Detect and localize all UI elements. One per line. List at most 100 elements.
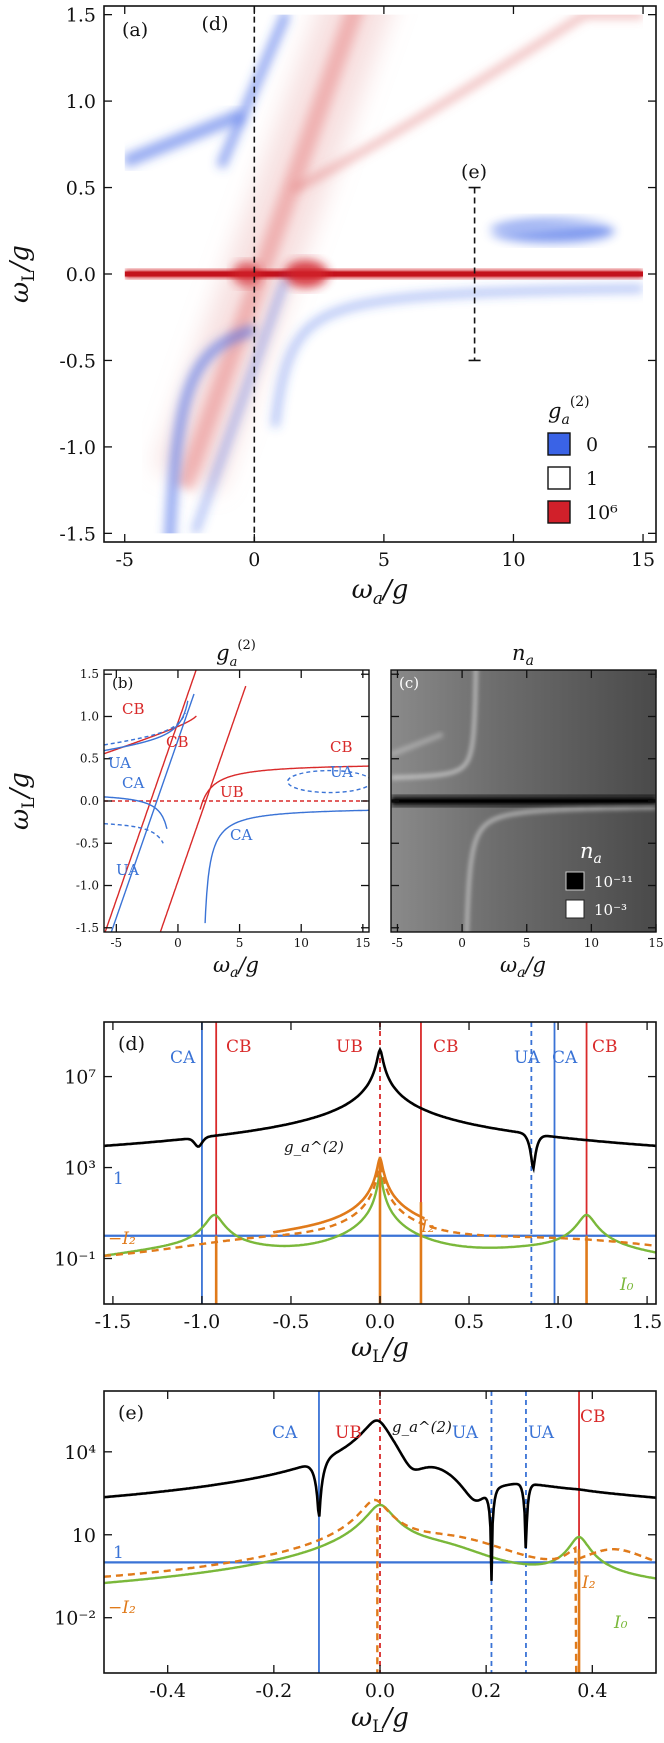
curve-UA-right-loop bbox=[286, 769, 369, 794]
curves-b bbox=[104, 670, 369, 932]
legend-a: ga(2) 0 1 10⁶ bbox=[547, 394, 618, 524]
xlabel-b: ωa/g bbox=[213, 953, 259, 981]
b-ytick-label: 0.5 bbox=[80, 752, 99, 766]
xlabel-c: ωa/g bbox=[500, 953, 546, 981]
d-xtick-label: 1.0 bbox=[543, 1311, 573, 1333]
d-xtick-label: -1.5 bbox=[95, 1311, 132, 1333]
heat-red-zero-core bbox=[124, 271, 644, 277]
b-ytick-label: -0.5 bbox=[76, 836, 99, 850]
d-xtick-label: 0.0 bbox=[365, 1311, 395, 1333]
b-xtick-label: 10 bbox=[294, 936, 309, 950]
d-xtick-label: -1.0 bbox=[184, 1311, 221, 1333]
label-d-g2: g_a^(2) bbox=[284, 1138, 344, 1156]
b-ytick-label: -1.0 bbox=[76, 879, 99, 893]
curve-UA-lower-left bbox=[104, 823, 164, 844]
heat-red-upper-branch bbox=[291, 11, 643, 192]
e-ytick-label: 10⁴ bbox=[64, 1442, 96, 1464]
d-xtick-label: 0.5 bbox=[454, 1311, 484, 1333]
e-xtick-label: -0.2 bbox=[256, 1680, 293, 1702]
label-e-UA: UA bbox=[452, 1423, 479, 1443]
b-xtick-label: 5 bbox=[236, 936, 244, 950]
c-xtick-label: 5 bbox=[523, 936, 531, 950]
curve-minus-I2 bbox=[104, 1498, 578, 1673]
heat-blue-lower-left bbox=[164, 324, 256, 542]
label-b-CB: CB bbox=[330, 738, 353, 756]
label-d-CB: CB bbox=[592, 1037, 618, 1057]
heat-red-blob-2 bbox=[232, 262, 261, 286]
curve-g2 bbox=[104, 1046, 656, 1174]
legend-label-2: 10⁶ bbox=[586, 502, 618, 524]
a-ytick-label: 1.0 bbox=[66, 91, 96, 113]
legend-swatch-c-1 bbox=[565, 899, 585, 919]
label-d-UB: UB bbox=[336, 1037, 363, 1057]
a-xtick-label: 5 bbox=[378, 549, 390, 571]
panel-label-c: (c) bbox=[399, 674, 419, 692]
legend-swatch-c-0 bbox=[565, 871, 585, 891]
a-xtick-label: 15 bbox=[631, 549, 655, 571]
curve-I2 bbox=[578, 1548, 656, 1563]
xlabel-d: ωL/g bbox=[351, 1333, 409, 1367]
label-e-CB: CB bbox=[580, 1407, 606, 1427]
cut-label-e: (e) bbox=[461, 161, 487, 183]
label-e-one: 1 bbox=[113, 1543, 124, 1563]
legend-label-0: 0 bbox=[586, 434, 598, 456]
panel-label-e: (e) bbox=[118, 1402, 144, 1424]
curves-e bbox=[104, 1391, 656, 1673]
e-xtick-label: 0.0 bbox=[365, 1680, 395, 1702]
label-d-CA: CA bbox=[552, 1048, 578, 1068]
label-d-UA: UA bbox=[514, 1048, 541, 1068]
heat-blue-upper-left bbox=[122, 108, 244, 168]
label-d-I0: I₀ bbox=[619, 1275, 634, 1295]
heatmap-c bbox=[391, 670, 656, 932]
b-xtick-label: 15 bbox=[355, 936, 370, 950]
e-xtick-label: 0.2 bbox=[471, 1680, 501, 1702]
b-ytick-label: 1.0 bbox=[80, 709, 99, 723]
label-e-minus-I2: −I₂ bbox=[108, 1598, 136, 1618]
curve-g2 bbox=[104, 1419, 656, 1581]
curves-d bbox=[104, 1022, 656, 1304]
legend-label-c-1: 10⁻³ bbox=[594, 901, 627, 919]
a-xtick-label: 10 bbox=[501, 549, 525, 571]
label-e-I2: I₂ bbox=[581, 1573, 596, 1593]
c-xtick-label: 0 bbox=[458, 936, 466, 950]
d-ytick-label: 10⁷ bbox=[64, 1067, 96, 1089]
legend-label-1: 1 bbox=[586, 468, 598, 490]
heatmap-a bbox=[104, 6, 656, 542]
label-e-UA: UA bbox=[528, 1423, 555, 1443]
label-e-I0: I₀ bbox=[613, 1613, 628, 1633]
e-ytick-label: 10⁻² bbox=[54, 1608, 96, 1630]
a-ytick-label: -0.5 bbox=[59, 350, 96, 372]
label-e-g2: g_a^(2) bbox=[392, 1418, 452, 1436]
label-e-CA: CA bbox=[272, 1423, 298, 1443]
xlabel-e: ωL/g bbox=[351, 1703, 409, 1737]
curve-CA-lower-right bbox=[204, 809, 369, 924]
curve-CA-diagonal bbox=[110, 693, 195, 932]
c-xtick-label: -5 bbox=[392, 936, 404, 950]
label-d-minus-I2: −I₂ bbox=[108, 1229, 136, 1249]
heat-c-dark-core bbox=[391, 799, 656, 803]
curve-CB-right bbox=[199, 765, 369, 810]
heat-blue-lower-right bbox=[271, 285, 643, 428]
d-xtick-label: -0.5 bbox=[273, 1311, 310, 1333]
b-ytick-label: 1.5 bbox=[80, 667, 99, 681]
heat-red-blob bbox=[284, 260, 329, 288]
e-ytick-label: 10 bbox=[72, 1525, 96, 1547]
e-xtick-label: 0.4 bbox=[577, 1680, 607, 1702]
e-xtick-label: -0.4 bbox=[149, 1680, 186, 1702]
d-ytick-label: 10³ bbox=[64, 1158, 96, 1180]
a-xtick-label: -5 bbox=[115, 549, 134, 571]
panel-label-b: (b) bbox=[112, 674, 133, 692]
cut-label-d: (d) bbox=[202, 13, 229, 35]
a-ytick-label: 0.0 bbox=[66, 264, 96, 286]
label-e-UB: UB bbox=[335, 1423, 362, 1443]
title-c: na bbox=[512, 641, 534, 669]
xlabel-a: ωa/g bbox=[352, 575, 409, 609]
curve-I2 bbox=[272, 1156, 425, 1234]
ylabel-a: ωL/g bbox=[5, 245, 39, 303]
heat-mask-bottom bbox=[104, 533, 656, 542]
d-ytick-label: 10⁻¹ bbox=[54, 1249, 96, 1271]
